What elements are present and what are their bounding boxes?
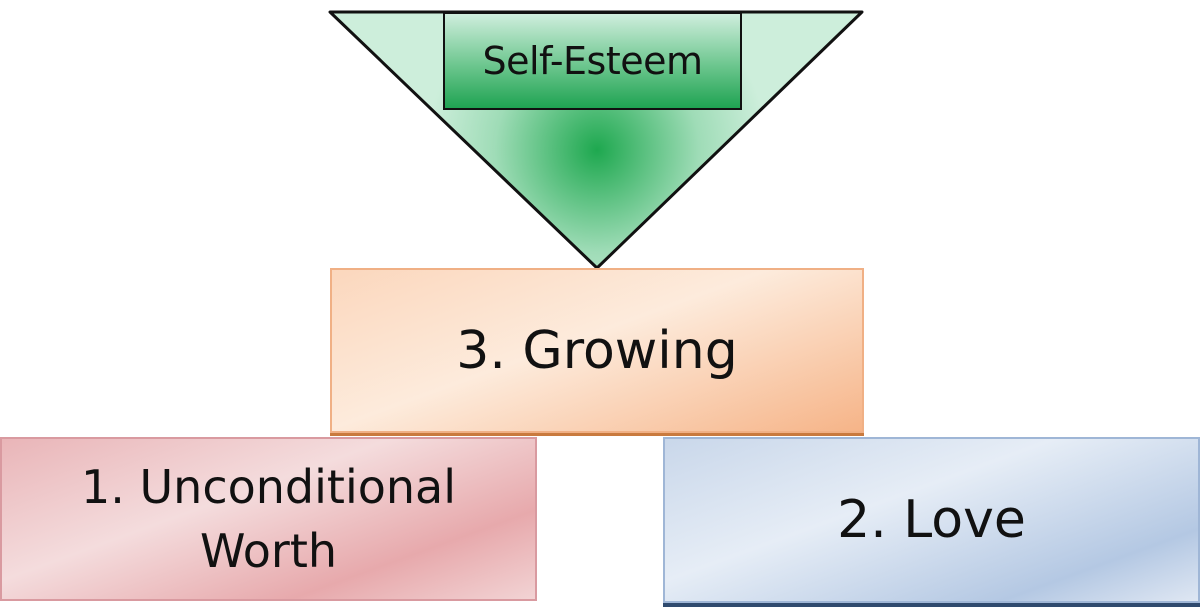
growing-label: 3. Growing [456, 320, 738, 381]
unconditional-worth-box: 1. Unconditional Worth [0, 437, 537, 601]
love-label: 2. Love [837, 490, 1026, 550]
unconditional-worth-label: 1. Unconditional Worth [81, 459, 456, 578]
love-box: 2. Love [663, 437, 1200, 603]
growing-box: 3. Growing [330, 268, 864, 433]
self-esteem-label: Self-Esteem [482, 39, 703, 83]
self-esteem-box: Self-Esteem [443, 12, 742, 110]
